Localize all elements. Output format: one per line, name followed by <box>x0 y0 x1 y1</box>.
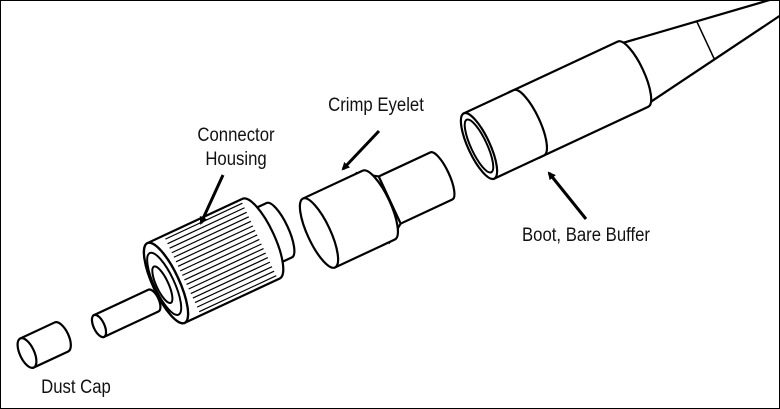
knurl-line <box>177 229 256 267</box>
crimp-eyelet <box>298 151 456 269</box>
knurl-line <box>175 225 254 263</box>
boot-front-face <box>459 111 499 181</box>
knurl-line <box>194 266 273 304</box>
knurl-line <box>169 211 247 249</box>
knurl-line <box>186 247 264 285</box>
boot-rear-body <box>507 40 653 159</box>
crimp-eyelet-label: Crimp Eyelet <box>328 95 424 116</box>
ferrule-face <box>90 313 108 339</box>
connector-housing-label-line1: Connector <box>197 125 275 146</box>
connector-housing-arrow <box>199 174 225 225</box>
knurl-line <box>188 252 266 290</box>
knurl-line <box>167 207 245 245</box>
ferrule-body <box>92 288 162 339</box>
dust-cap-label: Dust Cap <box>41 377 111 398</box>
crimp-eyelet-arrow <box>341 129 381 171</box>
eyelet-barrel-face <box>298 197 340 269</box>
connector-housing <box>142 197 296 325</box>
housing-inner-ring <box>146 251 183 316</box>
boot-taper-line <box>696 20 716 60</box>
dust-cap-face <box>16 337 38 369</box>
boot-arrow <box>547 171 588 220</box>
connector-housing-label-line2: Housing <box>205 149 267 170</box>
housing-core <box>151 265 174 304</box>
knurl-line <box>190 257 269 295</box>
knurl-line <box>173 220 252 258</box>
ferrule <box>90 288 162 339</box>
knurl-line <box>171 216 250 254</box>
dust-cap <box>16 321 72 369</box>
knurl-line <box>196 270 275 308</box>
knurl-line <box>198 275 277 313</box>
knurl-line <box>184 243 262 281</box>
knurl-line <box>192 261 271 299</box>
boot-label: Boot, Bare Buffer <box>522 225 650 246</box>
boot <box>459 1 779 181</box>
knurl-line <box>182 238 260 276</box>
boot-inner-ring <box>463 118 495 174</box>
knurl-line <box>179 234 258 272</box>
